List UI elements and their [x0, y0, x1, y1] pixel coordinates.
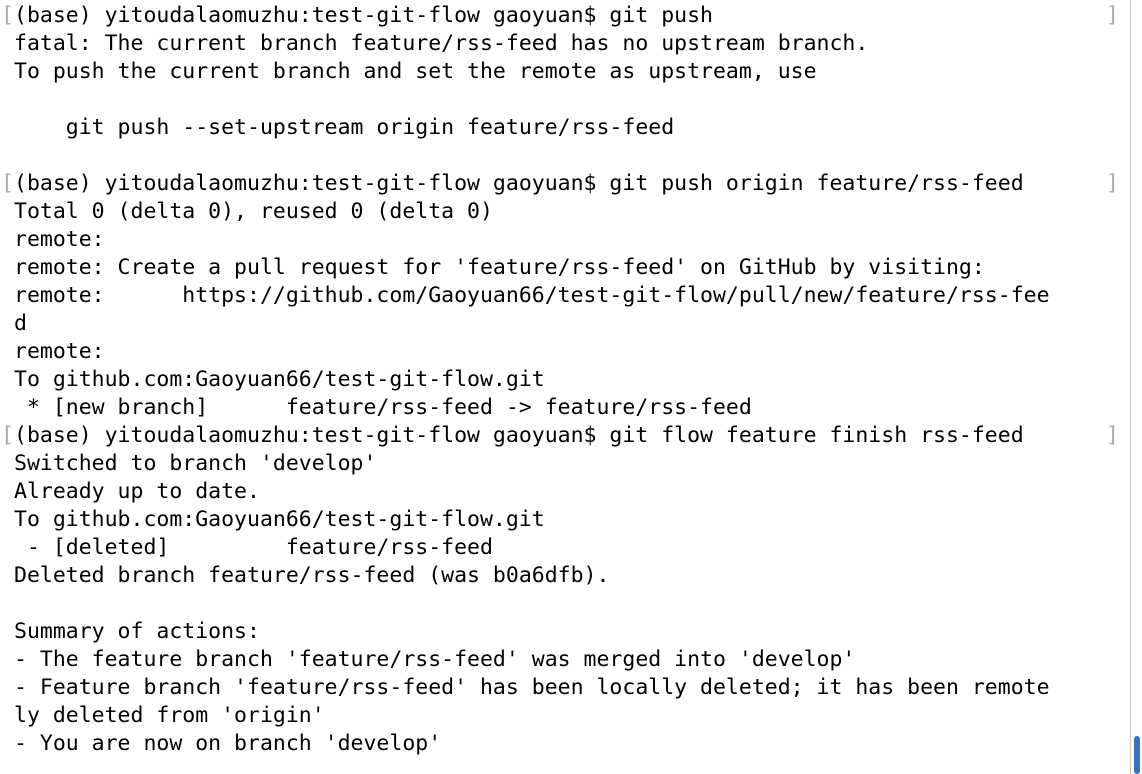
terminal-line-text: (base) yitoudalaomuzhu:test-git-flow gao… [14, 3, 713, 28]
terminal-line-text: - Feature branch 'feature/rss-feed' has … [14, 675, 1050, 700]
prompt-marker-left-icon: [ [1, 3, 14, 28]
terminal-line-text: remote: [14, 339, 118, 364]
terminal-line-text: Total 0 (delta 0), reused 0 (delta 0) [14, 199, 493, 224]
terminal-scrollbar[interactable] [1130, 0, 1142, 774]
terminal-output-line: fatal: The current branch feature/rss-fe… [0, 30, 1128, 58]
terminal-output-line: Already up to date. [0, 478, 1128, 506]
terminal-output-line: - Feature branch 'feature/rss-feed' has … [0, 674, 1128, 702]
terminal-line-text: - You are now on branch 'develop' [14, 731, 442, 756]
terminal-line-text: remote: https://github.com/Gaoyuan66/tes… [14, 283, 1050, 308]
terminal-output-line: remote: [0, 226, 1128, 254]
prompt-marker-left-icon: [ [1, 423, 14, 448]
terminal-line-text: - [deleted] feature/rss-feed [14, 535, 493, 560]
terminal-line-text: Switched to branch 'develop' [14, 451, 377, 476]
terminal-line-text: (base) yitoudalaomuzhu:test-git-flow gao… [14, 171, 1024, 196]
terminal-line-text: To github.com:Gaoyuan66/test-git-flow.gi… [14, 367, 545, 392]
terminal-output-line: To push the current branch and set the r… [0, 58, 1128, 86]
terminal-prompt-line: [] (base) yitoudalaomuzhu:test-git-flow g… [0, 2, 1128, 30]
terminal-output-line: * [new branch] feature/rss-feed -> featu… [0, 394, 1128, 422]
scrollbar-thumb[interactable] [1134, 736, 1140, 774]
terminal-prompt-line: [] (base) yitoudalaomuzhu:test-git-flow g… [0, 170, 1128, 198]
terminal-line-text: - The feature branch 'feature/rss-feed' … [14, 647, 856, 672]
terminal-output-line: - [deleted] feature/rss-feed [0, 534, 1128, 562]
terminal-output-line: Summary of actions: [0, 618, 1128, 646]
terminal-prompt-line: [] (base) yitoudalaomuzhu:test-git-flow g… [0, 422, 1128, 450]
terminal-output-line: - The feature branch 'feature/rss-feed' … [0, 646, 1128, 674]
terminal-output-line [0, 142, 1128, 170]
terminal-line-text: (base) yitoudalaomuzhu:test-git-flow gao… [14, 423, 1024, 448]
terminal-output-line: remote: Create a pull request for 'featu… [0, 254, 1128, 282]
terminal-output-line: - You are now on branch 'develop' [0, 730, 1128, 758]
terminal-line-text: To push the current branch and set the r… [14, 59, 817, 84]
terminal-output-line: Total 0 (delta 0), reused 0 (delta 0) [0, 198, 1128, 226]
terminal-output-line: remote: https://github.com/Gaoyuan66/tes… [0, 282, 1128, 310]
prompt-marker-left-icon: [ [1, 171, 14, 196]
terminal-output-line: To github.com:Gaoyuan66/test-git-flow.gi… [0, 366, 1128, 394]
terminal-line-text: ly deleted from 'origin' [14, 703, 325, 728]
terminal-output-line: remote: [0, 338, 1128, 366]
prompt-marker-right-icon: ] [1106, 3, 1119, 28]
terminal-line-text: Deleted branch feature/rss-feed (was b0a… [14, 563, 610, 588]
prompt-marker-right-icon: ] [1106, 423, 1119, 448]
terminal-output-line: d [0, 310, 1128, 338]
terminal-line-text: * [new branch] feature/rss-feed -> featu… [14, 395, 752, 420]
terminal-line-text: d [14, 311, 27, 336]
terminal-output-line: Deleted branch feature/rss-feed (was b0a… [0, 562, 1128, 590]
prompt-marker-right-icon: ] [1106, 171, 1119, 196]
terminal-output-line [0, 758, 1128, 774]
terminal-line-text: Already up to date. [14, 479, 260, 504]
terminal-output-line: Switched to branch 'develop' [0, 450, 1128, 478]
terminal-line-text: remote: [14, 227, 118, 252]
terminal-line-text: To github.com:Gaoyuan66/test-git-flow.gi… [14, 507, 545, 532]
terminal-output-line: To github.com:Gaoyuan66/test-git-flow.gi… [0, 506, 1128, 534]
terminal-line-text: git push --set-upstream origin feature/r… [14, 115, 675, 140]
terminal-line-text: remote: Create a pull request for 'featu… [14, 255, 985, 280]
terminal-output-line [0, 590, 1128, 618]
terminal-output-line: git push --set-upstream origin feature/r… [0, 114, 1128, 142]
terminal-output-line: ly deleted from 'origin' [0, 702, 1128, 730]
terminal-line-text: Summary of actions: [14, 619, 260, 644]
terminal-line-text: fatal: The current branch feature/rss-fe… [14, 31, 869, 56]
terminal-output-line [0, 86, 1128, 114]
